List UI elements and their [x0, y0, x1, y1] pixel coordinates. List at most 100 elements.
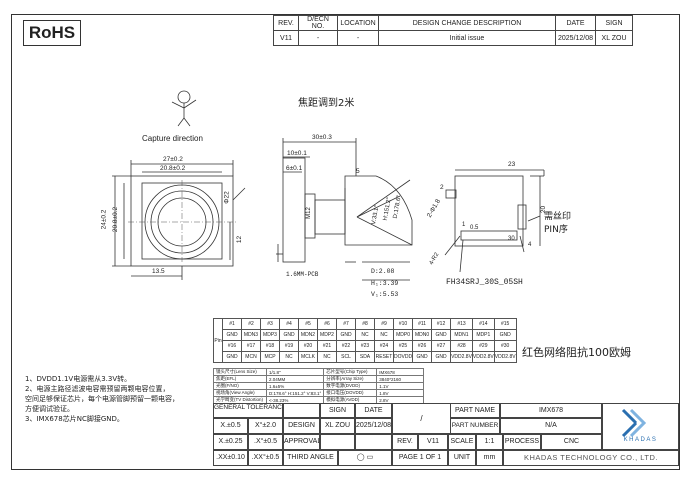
pin-cell: MDP1 [471, 329, 495, 341]
pitch-label: 0.5 [470, 225, 479, 231]
pin-cell: GND [336, 329, 356, 341]
page-label: PAGE 1 OF 1 [392, 450, 448, 466]
projection-symbol: ◯ ▭ [338, 450, 392, 466]
v1-dim: V₁:5.53 [371, 291, 399, 298]
pin-cell: #30 [493, 340, 517, 352]
pin-cell: #18 [260, 340, 280, 352]
front-bottom-dim: 13.5 [152, 268, 165, 275]
pin-cell: SCL [336, 351, 356, 363]
pin-cell: #5 [298, 318, 318, 330]
pin-cell: GND [279, 329, 299, 341]
tol-1b: X°±2.0 [248, 418, 283, 434]
pin-cell: #27 [431, 340, 452, 352]
pin-cell: MDN0 [412, 329, 433, 341]
pin-cell: #28 [450, 340, 473, 352]
logo-text: KHADAS [623, 437, 658, 443]
capture-direction-figure [171, 90, 197, 127]
pin-cell: GND [412, 351, 433, 363]
pin-cell: #6 [317, 318, 337, 330]
scale-value: 1:1 [476, 434, 503, 450]
d2-dim: D:2.08 [371, 268, 395, 275]
drawing-frame [11, 14, 680, 470]
pin-cell: #23 [355, 340, 375, 352]
back-dim-4: 4 [528, 242, 532, 248]
pin-table: Pin#1#2#3#4#5#6#7#8#9#10#11#12#13#14#15 … [213, 318, 517, 363]
tol-2a: X.±0.25 [213, 434, 248, 450]
pin-cell: #11 [412, 318, 433, 330]
pin-cell: #24 [374, 340, 394, 352]
side-dim-a: 10±0.1 [287, 150, 307, 157]
date-heading: DATE [355, 403, 392, 418]
pin-cell: #22 [336, 340, 356, 352]
pin-cell: MCLK [298, 351, 318, 363]
spec-cell: 数字电源(DVDD) [323, 382, 378, 390]
pin-cell: GND [222, 351, 242, 363]
pin-cell: #14 [471, 318, 495, 330]
side-overall: 30±0.3 [312, 134, 332, 141]
pin-cell: MDN1 [450, 329, 473, 341]
tol-1a: X.±0.5 [213, 418, 248, 434]
khadas-logo-icon [621, 408, 647, 438]
pin-cell: #19 [279, 340, 299, 352]
pin-cell: RESET [374, 351, 394, 363]
note-1: 1、DVDD1.1V电源需从3.3V转。 [25, 375, 132, 383]
pin-cell: #20 [298, 340, 318, 352]
part-name-label: PART NAME [450, 403, 500, 418]
pin-cell: MDN3 [241, 329, 261, 341]
sign-value: XL ZOU [595, 30, 634, 46]
pin-cell: #7 [336, 318, 356, 330]
m12-label: M12 [305, 207, 312, 219]
design-date: 2025/12/08 [355, 418, 392, 434]
h1-dim: H₁:3.39 [371, 280, 399, 287]
pin-cell: #12 [431, 318, 452, 330]
pin-cell: #8 [355, 318, 375, 330]
connector-label: FH34SRJ_30S_05SH [446, 278, 523, 287]
front-width-outer: 27±0.2 [163, 156, 183, 163]
tol-3a: .XX±0.10 [213, 450, 248, 466]
front-view [112, 160, 246, 280]
pin-order-note: PIN序 [544, 225, 568, 235]
spec-cell: 2.04MM [265, 375, 325, 383]
pin-cell: NC [317, 351, 337, 363]
approval-label: APPROVAL [283, 434, 320, 450]
pin-cell: NC [355, 329, 375, 341]
spec-cell: 接口电压(DOVDD) [323, 389, 378, 397]
pin-cell: DOVDD [392, 351, 414, 363]
back-dim-2: 2 [440, 184, 444, 191]
pin-cell: VDD2.8V [471, 351, 495, 363]
pin-cell: NC [374, 329, 394, 341]
side-dim-b: 6±0.1 [286, 165, 303, 172]
rev-value-tb: V11 [418, 434, 448, 450]
general-tolerance: GENERAL TOLERANCE [213, 403, 283, 418]
pin-cell: #25 [392, 340, 414, 352]
pin-cell: MDP0 [392, 329, 414, 341]
pin-table-label: Pin [213, 318, 223, 363]
pin-cell: #2 [241, 318, 261, 330]
company-name: KHADAS TECHNOLOGY CO., LTD. [503, 450, 679, 466]
pin-cell: GND [431, 329, 452, 341]
pin-cell: #3 [260, 318, 280, 330]
pcb-label: 1.6MM-PCB [286, 271, 319, 278]
spec-cell: 芯片型号(Chip Type) [323, 368, 378, 376]
notes: 1、DVDD1.1V电源需从3.3V转。 2、电源主路径滤波电容需预留两颗电容位… [25, 374, 179, 424]
pin-cell: MDN2 [298, 329, 318, 341]
pin-cell: #16 [222, 340, 242, 352]
note-2: 2、电源主路径滤波电容需预留两颗电容位置， [25, 385, 170, 393]
front-diameter: Φ22 [223, 191, 231, 204]
note-4: 方便调试验证。 [25, 405, 74, 413]
back-view [444, 169, 545, 273]
pin-cell: MDP3 [260, 329, 280, 341]
pin-cell: #17 [241, 340, 261, 352]
unit-label: UNIT [448, 450, 476, 466]
location-value: - [337, 30, 379, 46]
back-width: 23 [508, 161, 516, 168]
pin-cell: #15 [493, 318, 517, 330]
capture-direction-label: Capture direction [142, 134, 203, 143]
spec-cell: IMX678 [376, 368, 425, 376]
front-width-inner: 20.8±0.2 [160, 165, 186, 172]
front-height-inner: 20.8±0.2 [112, 206, 120, 233]
pin-cell: #1 [222, 318, 242, 330]
scale-label: SCALE [448, 434, 476, 450]
rev-label: REV. [392, 434, 418, 450]
